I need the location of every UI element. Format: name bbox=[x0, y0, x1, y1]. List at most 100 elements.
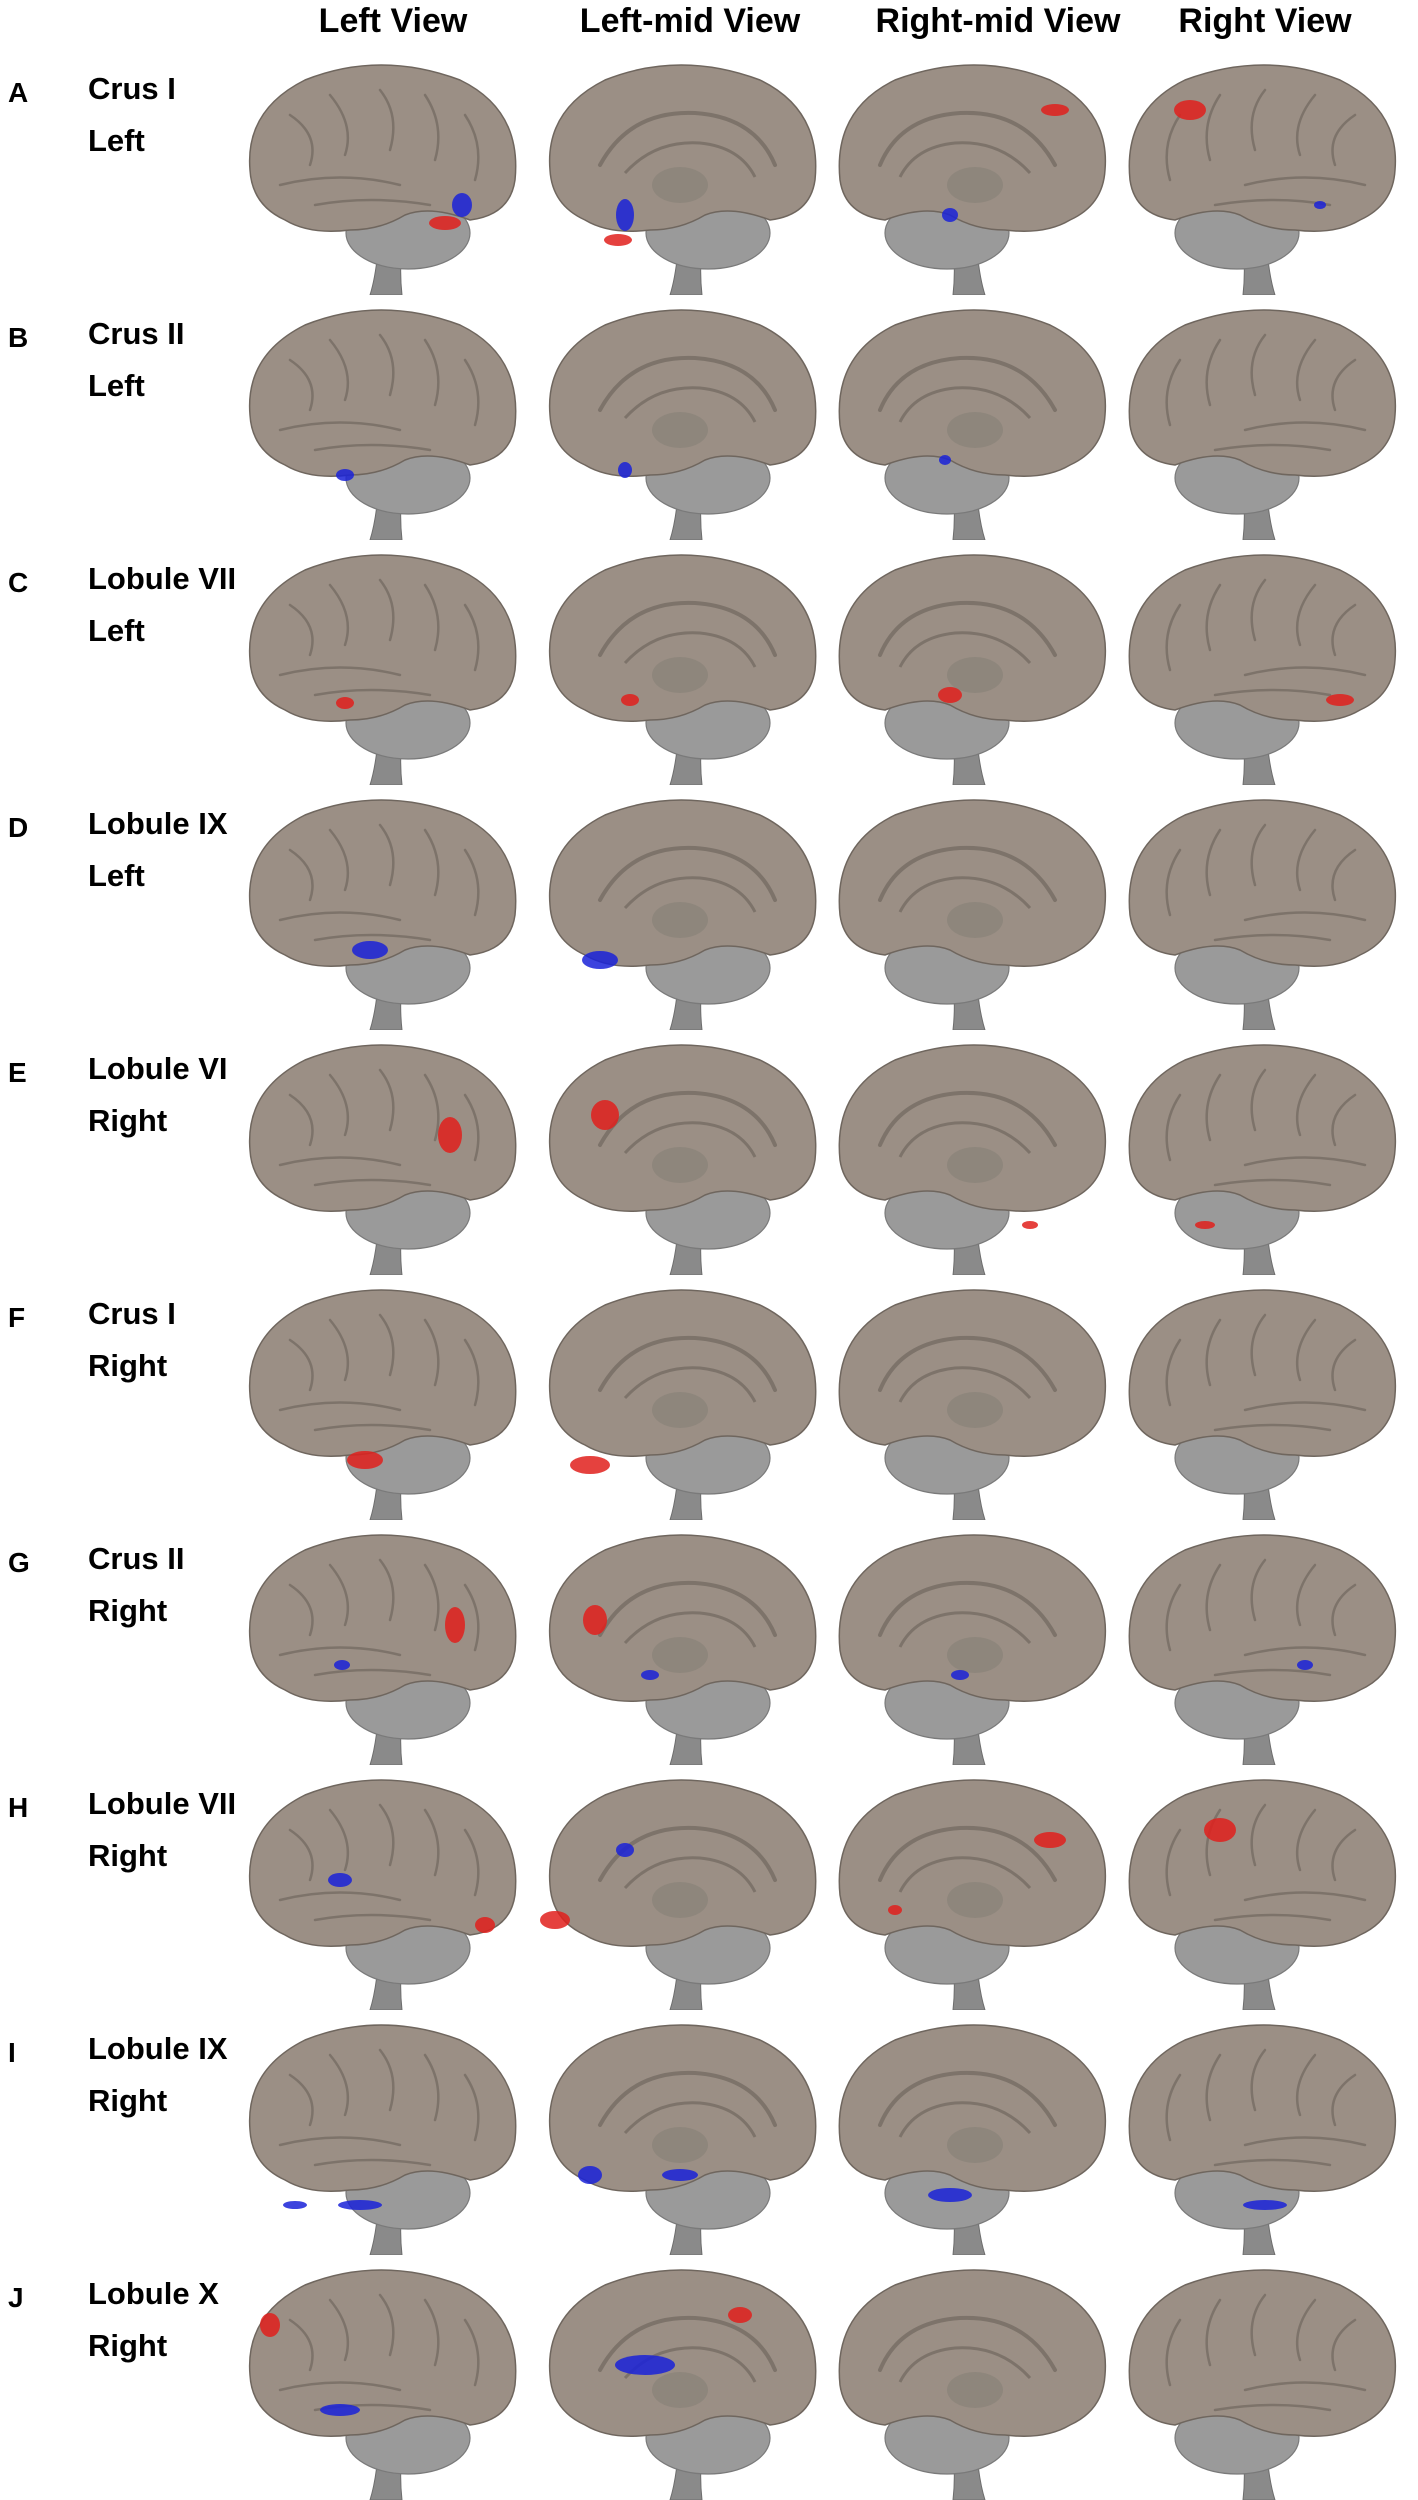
positive-cluster-0 bbox=[1022, 1221, 1038, 1229]
corpus-callosum bbox=[878, 1090, 1057, 1147]
cerebral-cortex bbox=[1128, 64, 1397, 232]
sulcus-6 bbox=[1213, 1178, 1332, 1187]
positive-cluster-1 bbox=[728, 2307, 752, 2323]
sulcus-4 bbox=[463, 848, 480, 917]
sulcus-5 bbox=[1243, 2381, 1367, 2392]
brain-render-right-view bbox=[1115, 1770, 1415, 2010]
cerebral-cortex bbox=[248, 1289, 517, 1457]
medial-sulcus bbox=[623, 1856, 757, 1893]
sulcus-2 bbox=[1250, 2048, 1267, 2112]
cerebral-cortex bbox=[548, 64, 817, 232]
region-name: Crus I bbox=[88, 1296, 176, 1331]
sulcus-1 bbox=[1295, 2053, 1317, 2117]
cerebral-cortex bbox=[1128, 2024, 1397, 2192]
sulcus-1 bbox=[1295, 583, 1317, 647]
medial-sulcus bbox=[623, 1611, 757, 1648]
sulcus-4 bbox=[463, 358, 480, 427]
region-name: Crus I bbox=[88, 71, 176, 106]
sulcus-1 bbox=[1295, 338, 1317, 402]
sulcus-6 bbox=[1213, 1668, 1332, 1677]
hemisphere-name: Right bbox=[88, 2328, 168, 2363]
brain-render-right-mid-view bbox=[825, 1525, 1125, 1765]
thalamus bbox=[947, 1147, 1003, 1183]
sulcus-0 bbox=[288, 2073, 314, 2127]
column-header-left-view: Left View bbox=[318, 2, 468, 40]
cerebral-cortex bbox=[838, 1289, 1107, 1457]
sulcus-1 bbox=[1295, 1073, 1317, 1137]
negative-cluster-0 bbox=[615, 2355, 675, 2375]
positive-cluster-1 bbox=[888, 1905, 902, 1915]
corpus-callosum bbox=[598, 2070, 777, 2127]
cerebral-cortex bbox=[548, 1534, 817, 1702]
hemisphere-name: Right bbox=[88, 2083, 168, 2118]
sulcus-0 bbox=[288, 1828, 314, 1882]
panel-letter: A bbox=[8, 77, 29, 108]
sulcus-5 bbox=[1243, 2136, 1367, 2147]
thalamus bbox=[947, 1637, 1003, 1673]
medial-sulcus bbox=[623, 2101, 757, 2138]
negative-cluster-0 bbox=[616, 199, 634, 231]
medial-sulcus bbox=[898, 1611, 1032, 1648]
sulcus-0 bbox=[1331, 1338, 1357, 1392]
sulcus-6 bbox=[1213, 443, 1332, 452]
sulcus-6 bbox=[313, 443, 432, 452]
sulcus-2 bbox=[1250, 88, 1267, 152]
cerebral-cortex bbox=[1128, 1779, 1397, 1947]
region-name: Lobule IX bbox=[88, 2031, 228, 2066]
positive-cluster-0 bbox=[1041, 104, 1069, 116]
medial-sulcus bbox=[623, 1366, 757, 1403]
negative-cluster-0 bbox=[939, 455, 951, 465]
sulcus-2 bbox=[378, 333, 395, 397]
sulcus-6 bbox=[313, 1668, 432, 1677]
sulcus-5 bbox=[1243, 176, 1367, 187]
panel-letter: C bbox=[8, 567, 29, 598]
condition-label: Lobule IX Right bbox=[88, 2023, 228, 2127]
sulcus-3 bbox=[1205, 1318, 1222, 1387]
sulcus-1 bbox=[1295, 1563, 1317, 1627]
sulcus-6 bbox=[1213, 2403, 1332, 2412]
negative-cluster-0 bbox=[1297, 1660, 1313, 1670]
brain-render-left-mid-view bbox=[530, 1770, 830, 2010]
corpus-callosum bbox=[878, 600, 1057, 657]
sulcus-5 bbox=[278, 1646, 402, 1657]
sulcus-0 bbox=[288, 1583, 314, 1637]
brain-render-right-view bbox=[1115, 1525, 1415, 1765]
cerebral-cortex bbox=[248, 64, 517, 232]
thalamus bbox=[947, 167, 1003, 203]
sulcus-1 bbox=[1295, 1318, 1317, 1382]
panel-letter: J bbox=[8, 2282, 24, 2313]
sulcus-1 bbox=[1295, 2298, 1317, 2362]
corpus-callosum bbox=[598, 1090, 777, 1147]
region-name: Lobule VII bbox=[88, 561, 237, 596]
sulcus-4 bbox=[463, 1093, 480, 1162]
hemisphere-name: Right bbox=[88, 1838, 168, 1873]
sulcus-1 bbox=[328, 2298, 350, 2362]
sulcus-4 bbox=[1165, 2073, 1182, 2142]
sulcus-3 bbox=[1205, 2053, 1222, 2122]
thalamus bbox=[652, 167, 708, 203]
brain-render-left-mid-view bbox=[530, 545, 830, 785]
cerebral-cortex bbox=[1128, 1289, 1397, 1457]
sulcus-5 bbox=[278, 911, 402, 922]
cerebral-cortex bbox=[248, 1779, 517, 1947]
sulcus-4 bbox=[463, 2318, 480, 2387]
brain-render-right-mid-view bbox=[825, 545, 1125, 785]
negative-cluster-0 bbox=[951, 1670, 969, 1680]
sulcus-2 bbox=[378, 1803, 395, 1867]
brain-render-right-mid-view bbox=[825, 790, 1125, 1030]
thalamus bbox=[652, 1882, 708, 1918]
thalamus bbox=[947, 2127, 1003, 2163]
positive-cluster-0 bbox=[445, 1607, 465, 1643]
sulcus-3 bbox=[423, 2298, 440, 2367]
cerebral-cortex bbox=[1128, 554, 1397, 722]
positive-cluster-0 bbox=[260, 2313, 280, 2337]
negative-cluster-1 bbox=[662, 2169, 698, 2181]
positive-cluster-1 bbox=[475, 1917, 495, 1933]
medial-sulcus bbox=[898, 2101, 1032, 2138]
brain-render-right-mid-view bbox=[825, 55, 1125, 295]
sulcus-6 bbox=[313, 1913, 432, 1922]
medial-sulcus bbox=[623, 631, 757, 668]
cerebral-cortex bbox=[838, 2024, 1107, 2192]
